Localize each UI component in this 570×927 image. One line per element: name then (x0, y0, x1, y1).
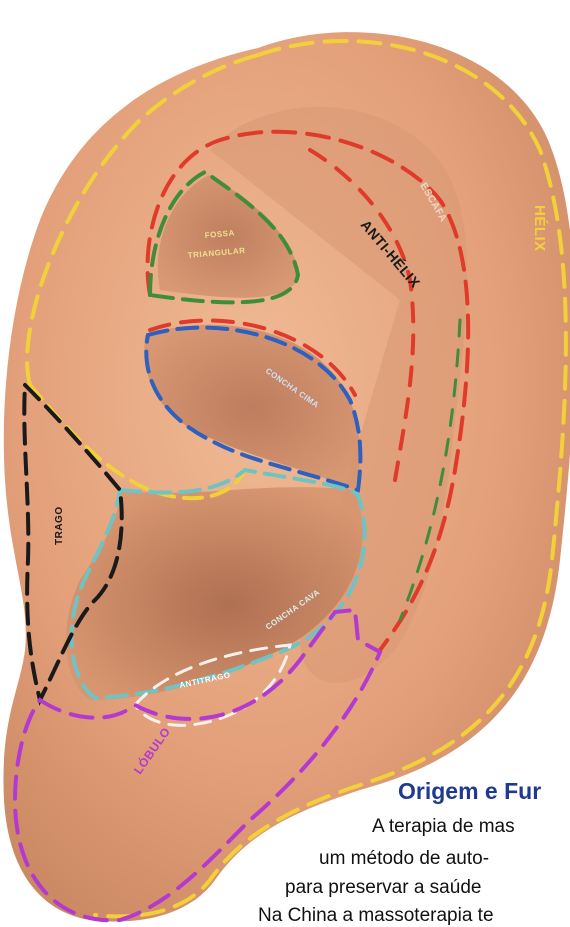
label-trago: TRAGO (54, 506, 65, 545)
label-helix: HÉLIX (531, 205, 548, 252)
